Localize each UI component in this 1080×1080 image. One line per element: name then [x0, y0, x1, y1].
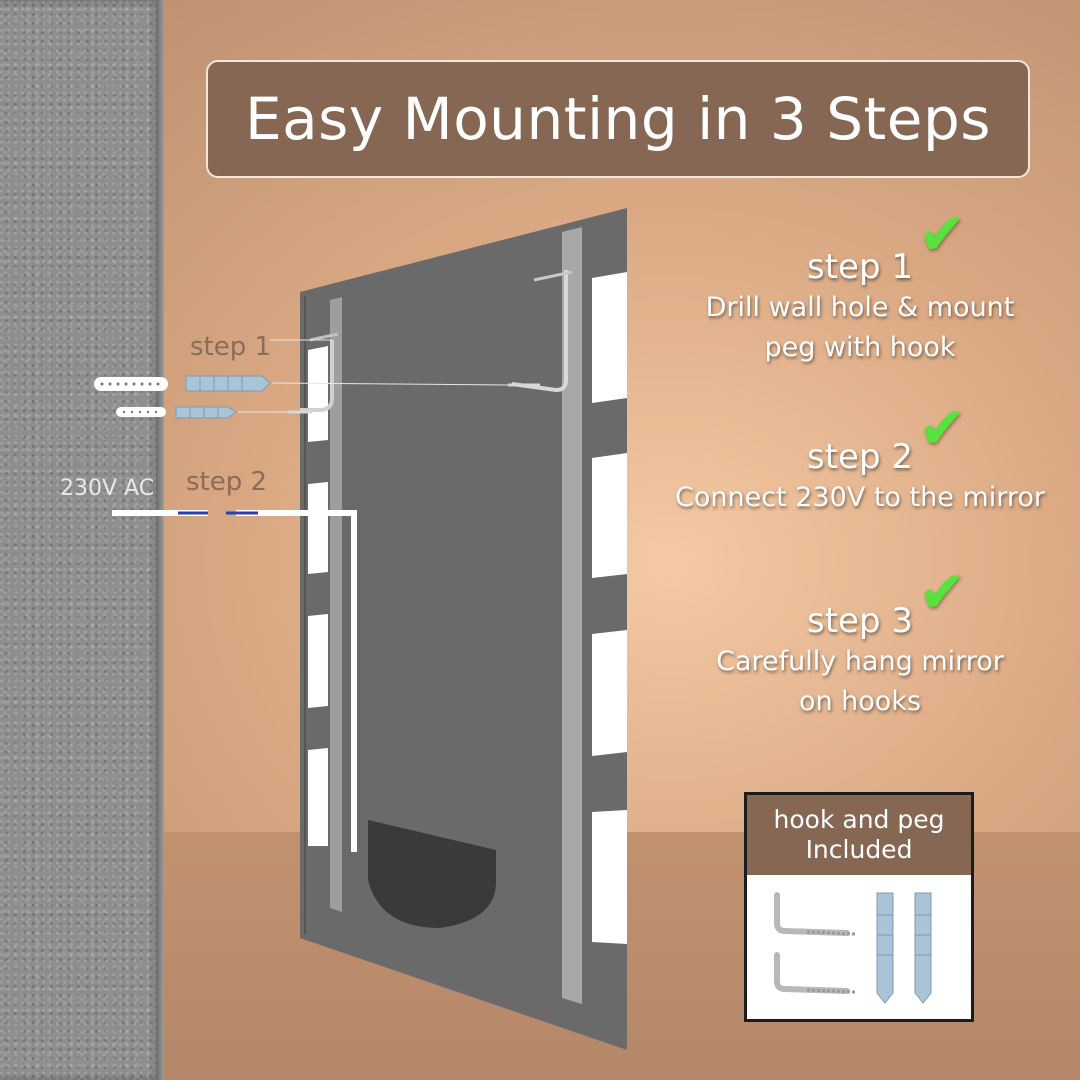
- wall-edge: [156, 0, 164, 1080]
- power-cable: [236, 510, 357, 852]
- step-3-desc-line1: Carefully hang mirror: [716, 646, 1004, 677]
- step-2-desc-line1: Connect 230V to the mirror: [675, 482, 1045, 513]
- drill-hole: [94, 377, 168, 391]
- screw-hook-icon: [774, 952, 856, 994]
- wall-plug-icon: [185, 375, 271, 392]
- led-bar: [592, 630, 627, 756]
- textured-wall: [0, 0, 163, 1080]
- screw-hook-icon: [774, 892, 856, 936]
- checkmark-icon: ✔: [918, 558, 967, 626]
- included-line1: hook and peg: [773, 805, 945, 834]
- diagram-step1-label: step 1: [190, 332, 272, 362]
- checkmark-icon: ✔: [918, 200, 967, 268]
- led-bar: [592, 810, 627, 944]
- page-title: Easy Mounting in 3 Steps: [244, 85, 991, 153]
- step-1-desc-line1: Drill wall hole & mount: [705, 292, 1015, 323]
- step-1-block: step 1 Drill wall hole & mount peg with …: [670, 246, 1050, 368]
- step-3-block: step 3 Carefully hang mirror on hooks: [670, 600, 1050, 722]
- step-2-block: step 2 Connect 230V to the mirror: [670, 436, 1050, 518]
- included-parts-image: [774, 892, 932, 1004]
- checkmark-icon: ✔: [918, 394, 967, 462]
- title-banner: Easy Mounting in 3 Steps: [206, 60, 1030, 178]
- led-bar: [592, 272, 627, 403]
- wall-plug-icon: [175, 406, 237, 419]
- included-parts-box: hook and peg Included: [744, 792, 974, 1022]
- mirror-strip-left: [330, 297, 342, 912]
- step-3-desc-line2: on hooks: [798, 686, 922, 717]
- wall-hook-icon: [300, 340, 334, 412]
- cable-cover-box: [368, 820, 496, 928]
- wall-hook-icon: [511, 270, 568, 393]
- step-1-desc-line2: peg with hook: [764, 332, 956, 363]
- led-bar: [308, 346, 328, 442]
- led-bar: [308, 482, 328, 574]
- wall-plug-icon: [876, 892, 894, 1004]
- mirror-strip-right: [562, 227, 582, 1004]
- step-3-title: step 3: [807, 601, 913, 641]
- diagram-step2-label: step 2: [186, 467, 268, 497]
- included-header: hook and peg Included: [747, 795, 971, 875]
- included-line2: Included: [805, 835, 913, 864]
- led-bar: [592, 453, 627, 578]
- wall-plug-icon: [914, 892, 932, 1004]
- voltage-label: 230V AC: [60, 476, 155, 501]
- led-bar: [308, 614, 328, 708]
- step-1-title: step 1: [807, 247, 913, 287]
- led-bar: [308, 748, 328, 846]
- step-2-title: step 2: [807, 437, 913, 477]
